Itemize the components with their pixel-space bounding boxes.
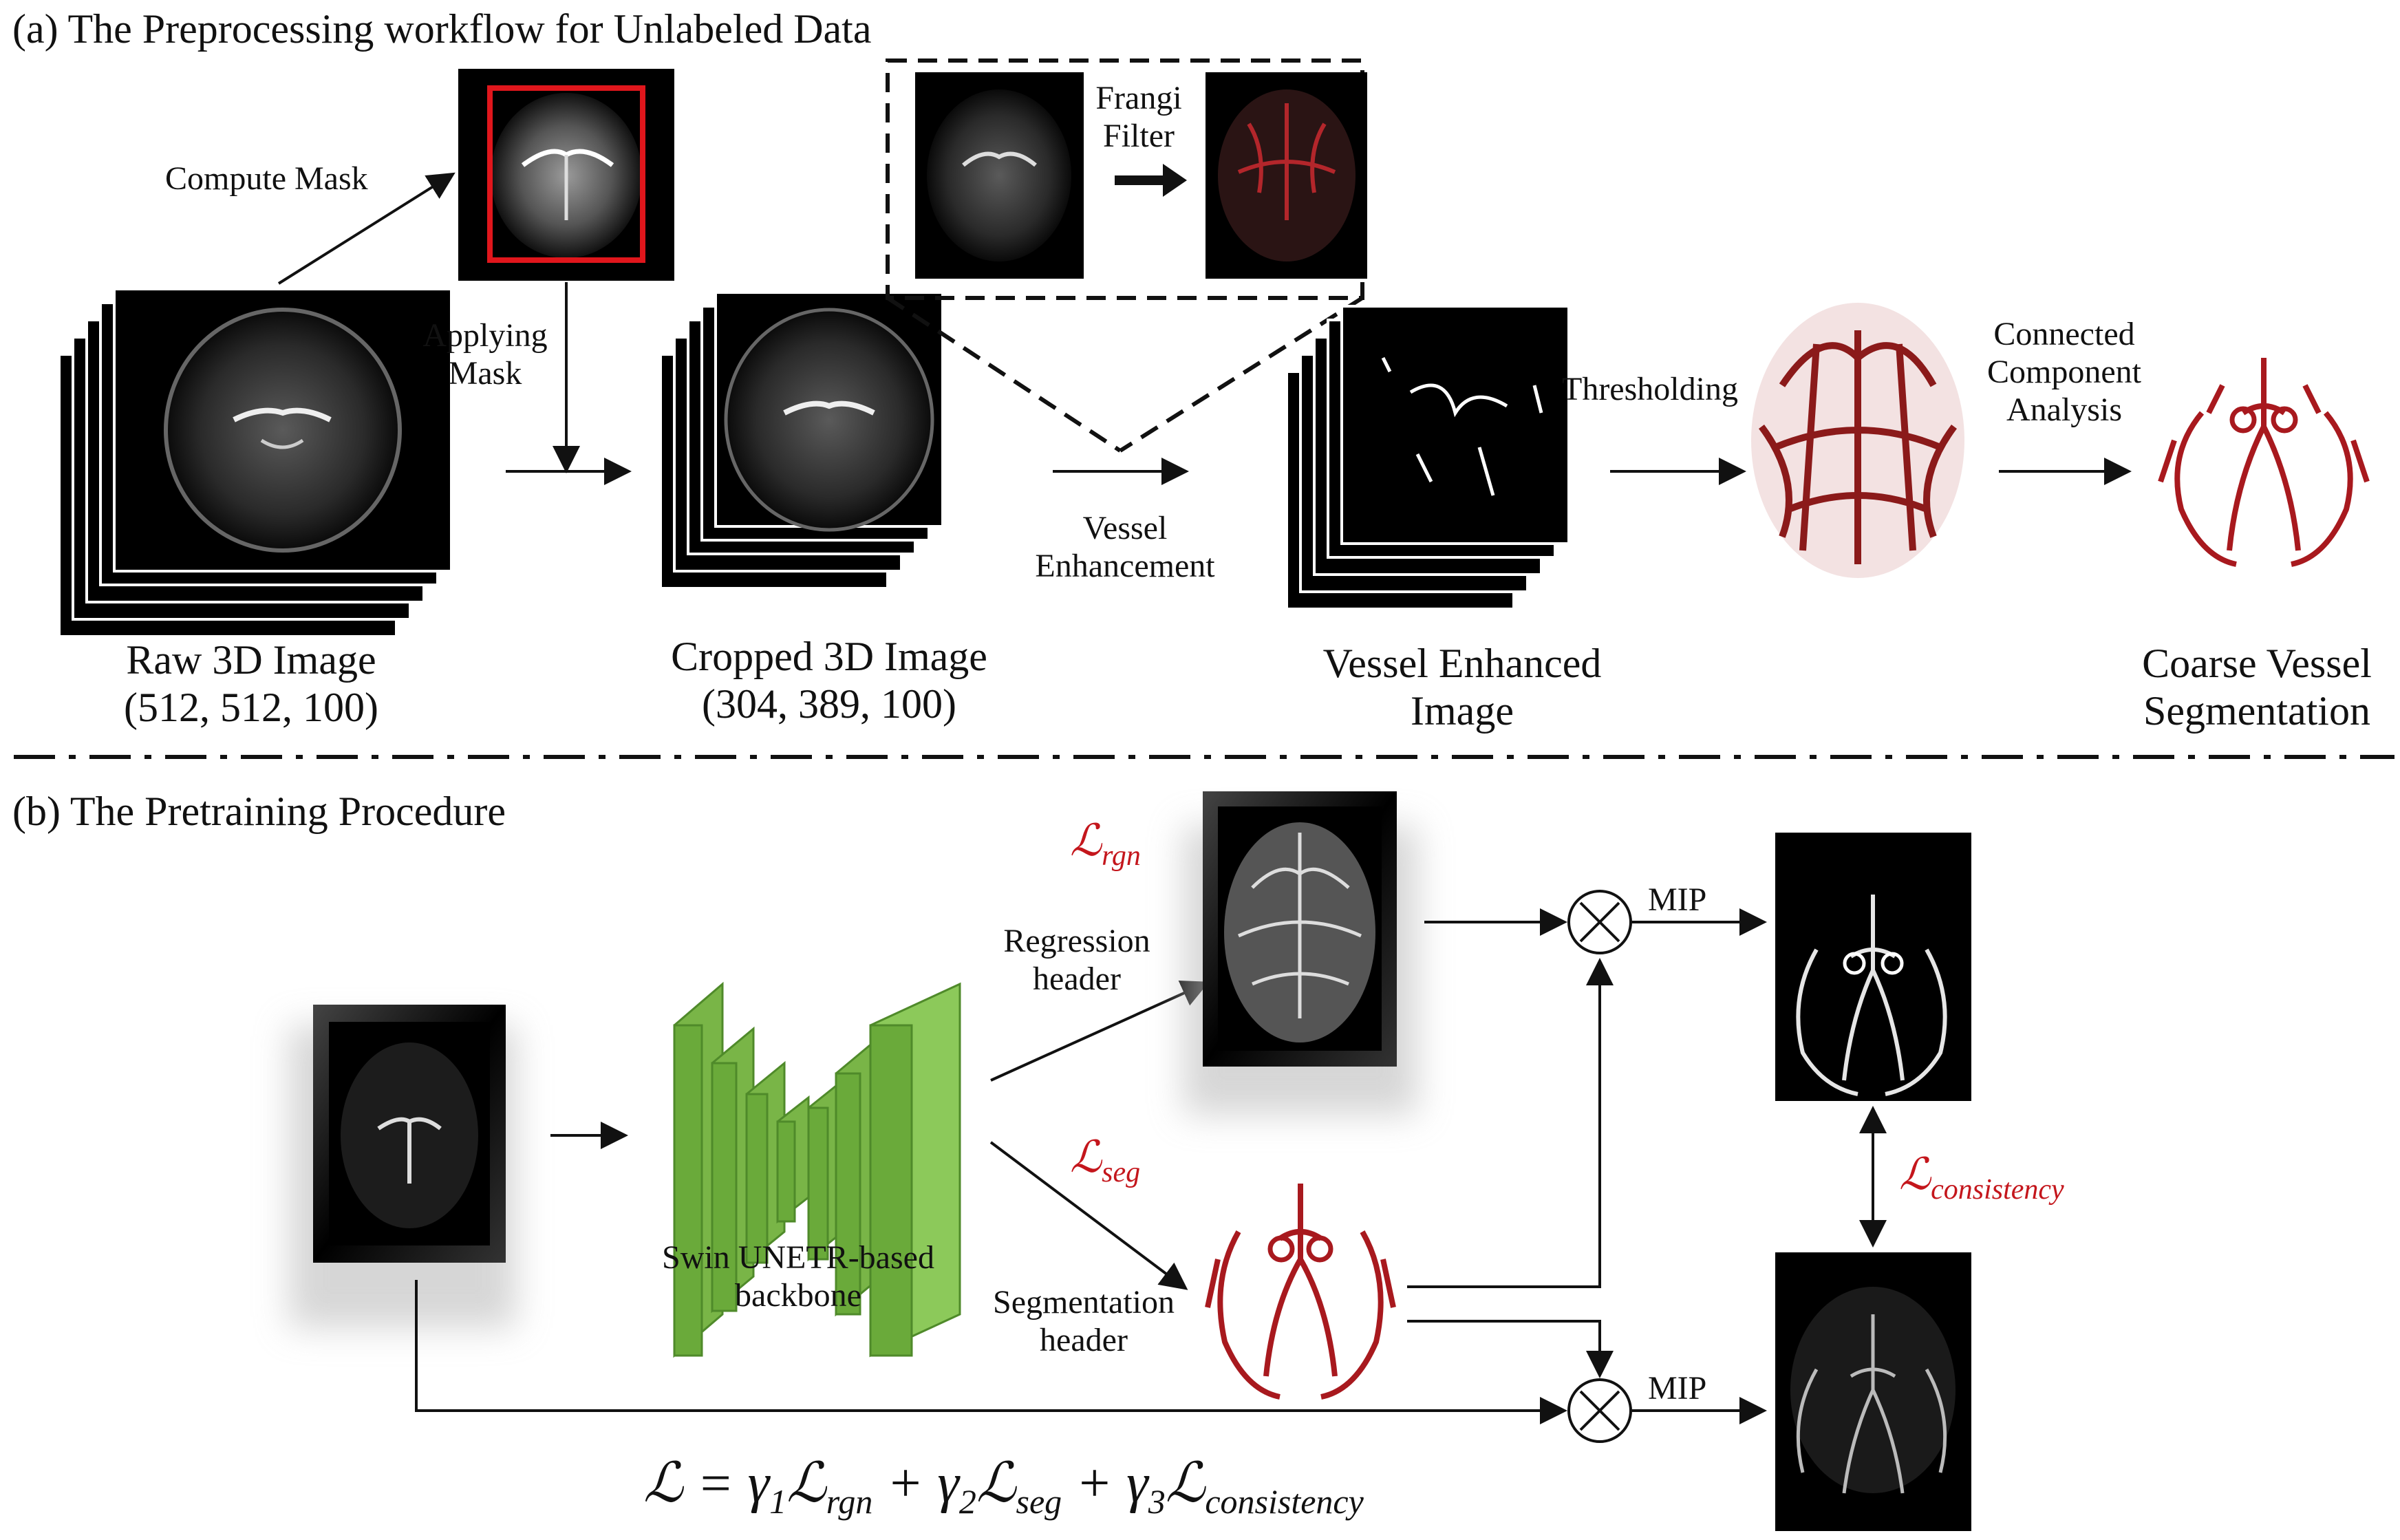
- formula-loss-1: ℒ: [786, 1453, 826, 1514]
- segmentation-header-line-2: header: [1040, 1322, 1128, 1359]
- segmentation-header-label: Segmentation header: [970, 1283, 1197, 1359]
- segmentation-header-line-1: Segmentation: [993, 1284, 1175, 1320]
- input-to-bottom-multiply: [415, 1280, 1567, 1424]
- compute-mask-label: Compute Mask: [165, 160, 368, 197]
- formula-gamma-3: γ: [1126, 1453, 1148, 1514]
- backbone-line-2: backbone: [735, 1277, 861, 1314]
- raw-image-caption: Raw 3D Image (512, 512, 100): [69, 637, 433, 731]
- formula-loss-3-sub: consistency: [1205, 1482, 1364, 1521]
- formula-gamma-3-sub: 3: [1148, 1482, 1166, 1521]
- to-segmentation-arrow: [989, 1141, 1188, 1290]
- mip-bottom-label: MIP: [1648, 1370, 1707, 1407]
- segmentation-to-top-multiply: [1407, 958, 1614, 1288]
- loss-seg-symbol: ℒ: [1070, 1133, 1102, 1181]
- segmentation-output-image: [1205, 1184, 1396, 1400]
- backbone-label: Swin UNETR-based backbone: [633, 1239, 963, 1314]
- cropped-image-stack: [659, 291, 944, 590]
- raw-image-stack: [58, 288, 453, 638]
- section-a-title: (a) The Preprocessing workflow for Unlab…: [12, 6, 872, 52]
- raw-image-caption-line-2: (512, 512, 100): [124, 685, 378, 730]
- loss-consistency-symbol: ℒ: [1899, 1150, 1931, 1199]
- formula-lhs: ℒ =: [643, 1453, 748, 1514]
- formula-plus-1: +: [872, 1453, 938, 1514]
- formula-gamma-1: γ: [747, 1453, 770, 1514]
- to-regression-arrow: [990, 980, 1210, 1082]
- frangi-output-image: [1206, 72, 1367, 279]
- mip-image-bottom: [1775, 1252, 1971, 1531]
- vessel-enhancement-line-1: Vessel: [1082, 510, 1168, 546]
- formula-gamma-2: γ: [937, 1453, 959, 1514]
- input-image: [289, 1005, 516, 1328]
- enhanced-image-caption-line-1: Vessel Enhanced: [1322, 641, 1602, 686]
- cropped-image-caption: Cropped 3D Image (304, 389, 100): [640, 633, 1018, 728]
- thresholded-vessels: [1751, 303, 1964, 578]
- enhanced-image-caption-line-2: Image: [1411, 688, 1514, 734]
- regression-output-image: [1183, 791, 1417, 1115]
- regression-header-label: Regression header: [970, 922, 1183, 998]
- enhanced-image-caption: Vessel Enhanced Image: [1280, 640, 1644, 735]
- compute-mask-arrow: [277, 172, 456, 285]
- formula-loss-3: ℒ: [1165, 1453, 1206, 1514]
- dashed-line-left: [886, 296, 1122, 453]
- loss-rgn-sub: rgn: [1102, 839, 1141, 872]
- frangi-input-image: [915, 72, 1084, 279]
- formula-gamma-2-sub: 2: [958, 1482, 976, 1521]
- connected-component-line-3: Analysis: [2006, 392, 2122, 429]
- loss-formula: ℒ = γ1ℒrgn + γ2ℒseg + γ3ℒconsistency: [643, 1452, 1364, 1522]
- frangi-arrow: [1115, 164, 1187, 197]
- formula-gamma-1-sub: 1: [769, 1482, 787, 1521]
- frangi-filter-label: Frangi Filter: [1087, 79, 1190, 155]
- loss-consistency-sub: consistency: [1931, 1173, 2064, 1206]
- formula-plus-2: +: [1062, 1453, 1127, 1514]
- loss-rgn-symbol: ℒ: [1070, 816, 1102, 865]
- loss-consistency-label: ℒconsistency: [1899, 1149, 2064, 1206]
- vessel-enhanced-stack: [1285, 305, 1570, 610]
- applying-mask-label: Applying Mask: [416, 317, 554, 392]
- coarse-segmentation: [2158, 358, 2370, 567]
- loss-rgn-label: ℒrgn: [1070, 815, 1141, 873]
- connected-component-line-1: Connected: [1993, 316, 2135, 352]
- mask-image: [458, 69, 674, 281]
- mip-image-top: [1775, 833, 1971, 1101]
- raw-image-caption-line-1: Raw 3D Image: [126, 637, 376, 683]
- formula-loss-1-sub: rgn: [826, 1482, 873, 1521]
- coarse-seg-caption: Coarse Vessel Segmentation: [2119, 640, 2394, 735]
- cropped-image-caption-line-1: Cropped 3D Image: [671, 634, 987, 679]
- cropped-image-caption-line-2: (304, 389, 100): [702, 681, 956, 727]
- vessel-enhancement-label: Vessel Enhancement: [1011, 509, 1239, 585]
- applying-mask-line-2: Mask: [448, 355, 522, 392]
- frangi-line-2: Filter: [1103, 118, 1175, 155]
- section-b-title: (b) The Pretraining Procedure: [12, 789, 506, 834]
- segmentation-to-bottom-multiply: [1407, 1320, 1614, 1378]
- applying-mask-line-1: Applying: [422, 317, 548, 354]
- loss-seg-sub: seg: [1102, 1156, 1141, 1188]
- formula-loss-2-sub: seg: [1016, 1482, 1062, 1521]
- connected-component-label: Connected Component Analysis: [1968, 315, 2161, 429]
- thresholding-label: Thresholding: [1562, 371, 1738, 407]
- multiply-node-bottom: [1567, 1378, 1632, 1443]
- regression-header-line-2: header: [1033, 961, 1121, 998]
- connected-component-line-2: Component: [1987, 354, 2141, 391]
- formula-loss-2: ℒ: [976, 1453, 1016, 1514]
- swin-unetr-backbone: [673, 981, 961, 1358]
- coarse-seg-caption-line-1: Coarse Vessel: [2142, 641, 2372, 686]
- loss-seg-label: ℒseg: [1070, 1132, 1140, 1189]
- backbone-line-1: Swin UNETR-based: [662, 1239, 934, 1276]
- mip-top-label: MIP: [1648, 881, 1707, 918]
- vessel-enhancement-line-2: Enhancement: [1035, 548, 1215, 585]
- frangi-line-1: Frangi: [1095, 80, 1182, 116]
- regression-header-line-1: Regression: [1003, 923, 1150, 959]
- dashed-line-right: [1119, 296, 1364, 453]
- coarse-seg-caption-line-2: Segmentation: [2143, 688, 2370, 734]
- multiply-node-top: [1567, 890, 1632, 954]
